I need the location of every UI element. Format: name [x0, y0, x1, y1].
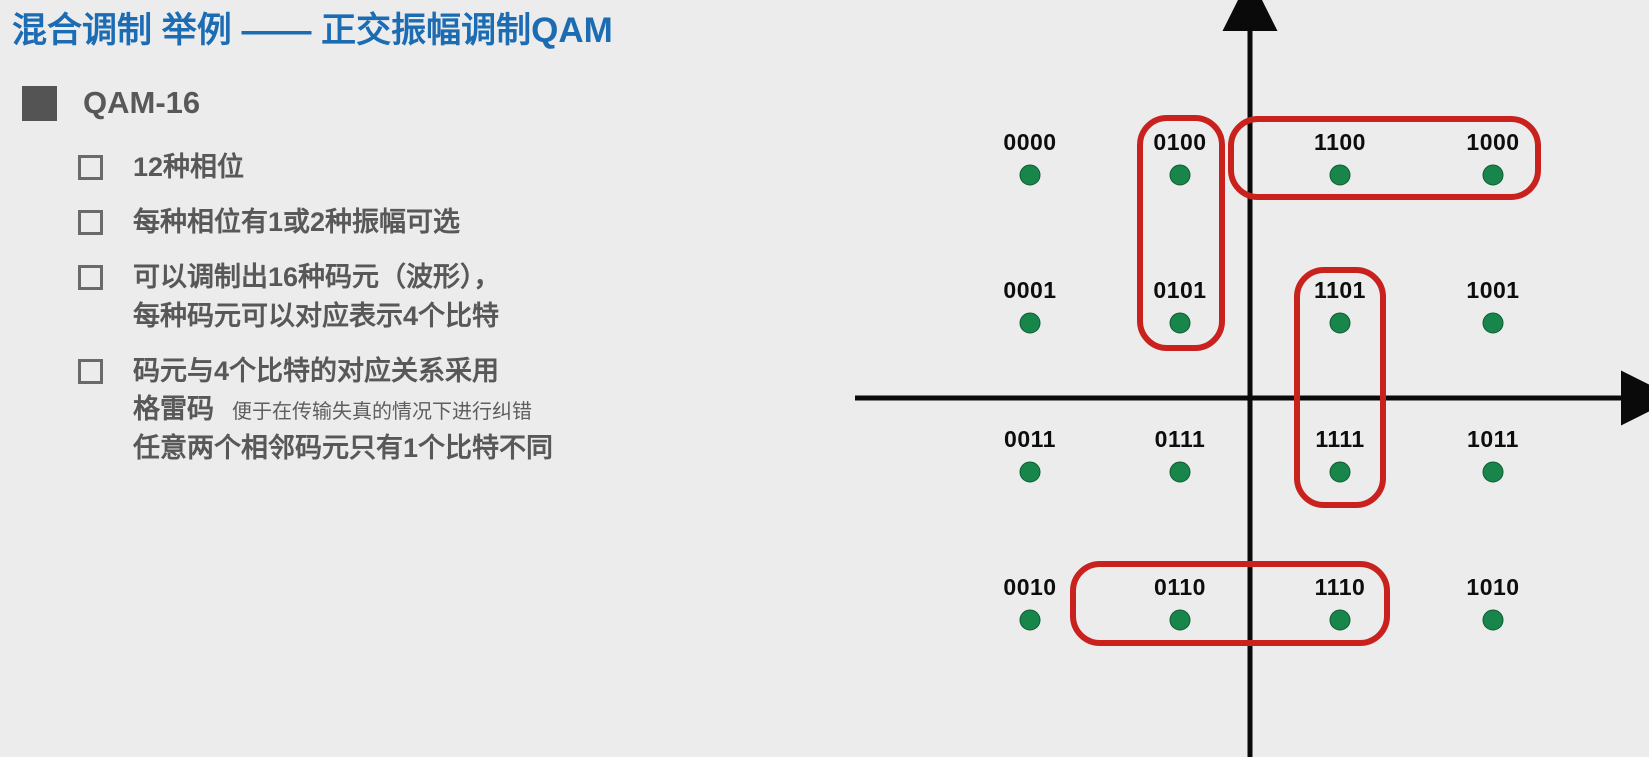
constellation-point-dot: [1329, 312, 1351, 334]
hollow-square-bullet-icon: [78, 264, 103, 290]
constellation-point-label: 1000: [1466, 129, 1520, 155]
list-item-line: 每种相位有1或2种振幅可选: [133, 206, 461, 237]
constellation-point-label: 0000: [1003, 129, 1057, 155]
constellation-point-dot: [1169, 164, 1191, 186]
list-item: 码元与4个比特的对应关系采用 格雷码便于在传输失真的情况下进行纠错 任意两个相邻…: [78, 352, 838, 469]
constellation-point-dot: [1169, 609, 1191, 631]
list-item-line: 12种相位: [133, 152, 245, 182]
constellation-point-dot: [1019, 609, 1041, 631]
constellation-point-label: 0101: [1153, 277, 1207, 303]
hollow-square-bullet-icon: [78, 358, 103, 384]
bullet-list: 12种相位 每种相位有1或2种振幅可选 可以调制出16种码元（波形）， 每种码元…: [78, 148, 838, 484]
constellation-point-label: 0010: [1003, 574, 1057, 600]
constellation-point-dot: [1019, 461, 1041, 483]
list-item: 12种相位: [78, 148, 838, 187]
constellation-point-label: 1011: [1467, 426, 1519, 452]
constellation-point-label: 1111: [1315, 426, 1365, 452]
list-item-line: 可以调制出16种码元（波形），: [133, 261, 501, 292]
list-item: 每种相位有1或2种振幅可选: [78, 203, 838, 242]
constellation-point-label: 0111: [1154, 426, 1206, 452]
section-heading-label: QAM-16: [83, 85, 201, 120]
constellation-point-dot: [1329, 164, 1351, 186]
list-item-body: 12种相位: [133, 148, 838, 187]
list-item-body: 可以调制出16种码元（波形）， 每种码元可以对应表示4个比特: [133, 258, 838, 336]
group-0100-0101: [1137, 115, 1225, 351]
constellation-point-dot: [1169, 312, 1191, 334]
list-item-line: 每种码元可以对应表示4个比特: [133, 300, 500, 331]
list-item-line-with-note: 格雷码便于在传输失真的情况下进行纠错: [133, 390, 838, 429]
constellation-point-dot: [1169, 461, 1191, 483]
list-item-line-text: 格雷码: [133, 394, 214, 425]
constellation-point-label: 1110: [1314, 574, 1366, 600]
hollow-square-bullet-icon: [78, 155, 103, 180]
constellation-point-label: 1100: [1314, 129, 1366, 155]
constellation-point-dot: [1019, 164, 1041, 186]
group-1100-1000: [1228, 116, 1541, 200]
list-item-line: 任意两个相邻码元只有1个比特不同: [133, 433, 554, 464]
constellation-point-label: 0011: [1004, 426, 1056, 452]
constellation-point-dot: [1482, 461, 1504, 483]
list-item-body: 每种相位有1或2种振幅可选: [133, 203, 838, 242]
list-item: 可以调制出16种码元（波形）， 每种码元可以对应表示4个比特: [78, 258, 838, 336]
constellation-point-dot: [1329, 609, 1351, 631]
constellation-point-dot: [1482, 164, 1504, 186]
constellation-point-label: 1001: [1466, 277, 1520, 303]
constellation-point-dot: [1019, 312, 1041, 334]
list-item-body: 码元与4个比特的对应关系采用 格雷码便于在传输失真的情况下进行纠错 任意两个相邻…: [133, 352, 838, 469]
page-title: 混合调制 举例 —— 正交振幅调制QAM: [12, 11, 613, 50]
section-heading-qam16: QAM-16: [22, 85, 200, 121]
list-item-note: 便于在传输失真的情况下进行纠错: [232, 401, 532, 424]
list-item-line: 码元与4个比特的对应关系采用: [133, 355, 500, 386]
group-1101-1111: [1294, 267, 1386, 508]
constellation-point-label: 1010: [1466, 574, 1520, 600]
constellation-point-label: 0001: [1003, 277, 1057, 303]
hollow-square-bullet-icon: [78, 209, 103, 235]
constellation-point-dot: [1482, 312, 1504, 334]
constellation-point-dot: [1329, 461, 1351, 483]
constellation-point-label: 0110: [1154, 574, 1206, 600]
filled-square-bullet-icon: [22, 85, 57, 121]
constellation-point-dot: [1482, 609, 1504, 631]
group-0110-1110: [1070, 561, 1390, 646]
constellation-axes: [855, 0, 1649, 757]
